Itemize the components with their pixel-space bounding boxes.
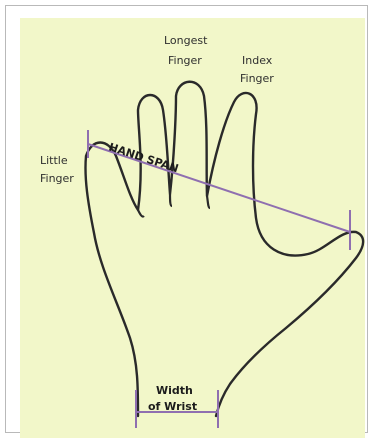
wrist-label-line2: of Wrist: [148, 400, 197, 413]
hand-diagram: Longest Finger Index Finger Little Finge…: [20, 18, 365, 438]
longest-finger-label-line2: Finger: [168, 54, 202, 67]
index-finger-label-line2: Finger: [240, 72, 274, 85]
wrist-label-line1: Width: [156, 384, 193, 397]
paper-background: Longest Finger Index Finger Little Finge…: [20, 18, 365, 438]
little-finger-label-line2: Finger: [40, 172, 74, 185]
little-finger-label-line1: Little: [40, 154, 68, 167]
figure-frame: Longest Finger Index Finger Little Finge…: [5, 5, 368, 433]
longest-finger-label-line1: Longest: [164, 34, 208, 47]
index-finger-label-line1: Index: [242, 54, 273, 67]
